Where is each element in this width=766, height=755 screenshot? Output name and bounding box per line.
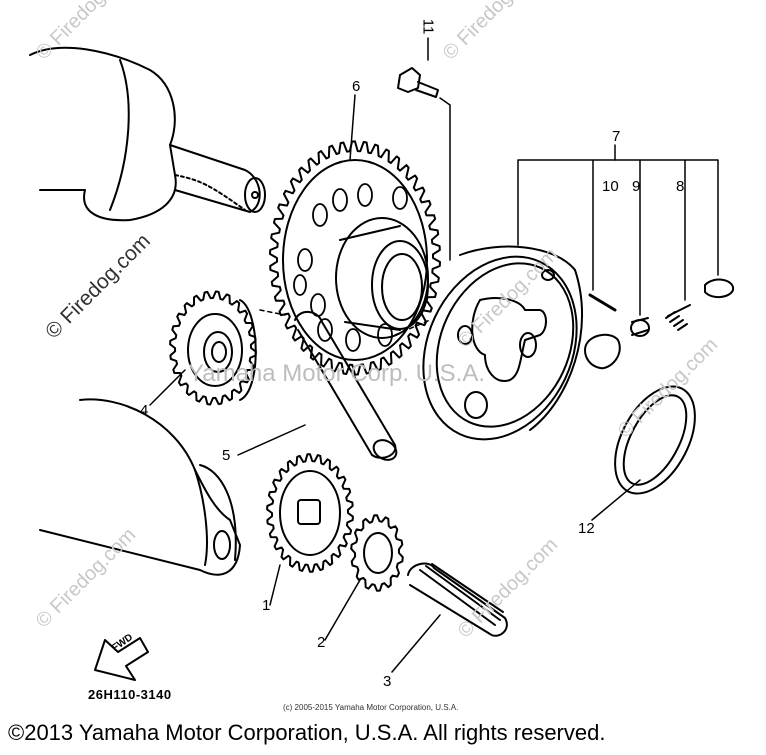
washer-drawing [614, 385, 696, 495]
leader-lines [149, 37, 719, 673]
callout-7: 7 [612, 128, 621, 145]
callout-8: 8 [676, 178, 685, 195]
callout-5: 5 [222, 447, 231, 464]
callout-12: 12 [578, 520, 595, 537]
splined-shaft-drawing [407, 562, 508, 637]
footer-copyright: ©2013 Yamaha Motor Corporation, U.S.A. A… [8, 720, 606, 745]
callout-1: 1 [262, 597, 271, 614]
callout-3: 3 [383, 673, 392, 690]
callout-4: 4 [140, 402, 149, 419]
callout-10: 10 [602, 178, 619, 195]
shaft-drawing [294, 311, 398, 461]
fwd-arrow-drawing [94, 637, 149, 681]
idle-gear-drawing [169, 290, 257, 406]
callout-9: 9 [632, 178, 641, 195]
bolt-drawing [397, 67, 439, 98]
clutch-roller-parts-drawing [584, 278, 735, 370]
crankshaft-drawing [29, 46, 266, 222]
callout-11: 11 [419, 18, 437, 35]
center-watermark: Yamaha Motor Corp. U.S.A. [188, 360, 485, 387]
small-copyright: (c) 2005-2015 Yamaha Motor Corporation, … [283, 703, 459, 712]
callout-2: 2 [317, 634, 326, 651]
starter-motor-drawing [39, 398, 241, 576]
drawing-code: 26H110-3140 [88, 687, 172, 702]
callout-6: 6 [352, 78, 361, 95]
wheel-gear-drawing [266, 453, 354, 573]
starter-clutch-drawing [422, 245, 583, 441]
small-gear-drawing [350, 514, 404, 592]
starter-wheel-gear-drawing [269, 140, 441, 376]
